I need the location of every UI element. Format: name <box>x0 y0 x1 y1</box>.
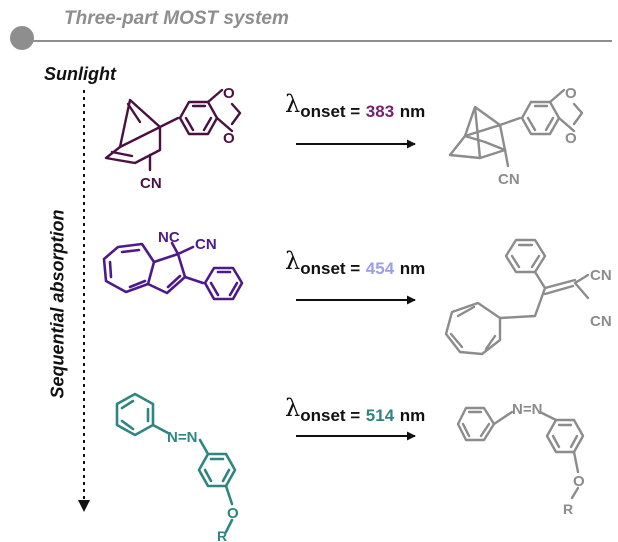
lambda-subscript: onset = <box>300 259 361 278</box>
vhf-chain <box>498 270 547 320</box>
dha-seven-ring-double <box>108 248 147 289</box>
p2-cn2-label: CN <box>590 313 612 330</box>
azo-bond-right <box>198 438 210 456</box>
p1-o-bot-label: O <box>565 130 577 147</box>
azo-phenyl-inner-1 <box>120 399 150 431</box>
cis-o-bond <box>572 450 580 474</box>
vhf-phenyl-ring <box>504 238 547 274</box>
lambda-subscript: onset = <box>300 102 361 121</box>
dha-seven-ring <box>102 242 156 294</box>
onset-unit-1: nm <box>399 102 426 121</box>
p3-o-label: O <box>573 473 585 490</box>
nbd-ring <box>104 125 162 165</box>
lambda-symbol: λ <box>285 247 301 275</box>
dha-phenyl-bond <box>183 275 205 285</box>
r1-cn-label: CN <box>140 175 162 192</box>
p1-cn-label: CN <box>498 171 520 188</box>
dha-nc-bond <box>170 241 180 256</box>
azo-phenyl-inner-2 <box>203 457 231 483</box>
azo-o-bond <box>224 484 234 506</box>
lambda-onset-3: λonset = 514 nm <box>285 394 426 425</box>
header-bullet <box>10 26 34 50</box>
onset-value-2: 454 <box>365 259 395 278</box>
onset-value-1: 383 <box>365 102 395 121</box>
quadricyclane-product <box>448 88 584 168</box>
r3-azo-label: N=N <box>167 429 197 446</box>
cis-azobenzene-product <box>456 406 585 500</box>
r2-nc-label: NC <box>158 229 180 246</box>
p1-dioxole-ring <box>548 88 584 133</box>
nbd-double-bond <box>110 150 134 158</box>
r1-o-top-label: O <box>223 85 235 102</box>
azo-r-bond <box>224 518 234 534</box>
dihydroazulene-reactant <box>102 241 244 301</box>
qc-bridge <box>463 105 502 160</box>
dha-phenyl-ring <box>203 266 244 301</box>
dha-five-double <box>166 274 182 289</box>
qc-aryl-bond <box>498 116 522 127</box>
p3-r-label: R <box>563 501 573 517</box>
sunlight-label: Sunlight <box>44 64 116 84</box>
qc-cn-bond <box>503 148 510 168</box>
onset-unit-2: nm <box>399 259 426 278</box>
benzodioxole-inner <box>184 104 213 132</box>
dha-cn-bond <box>176 245 195 256</box>
r1-o-bot-label: O <box>223 130 235 147</box>
vhf-double-bond <box>543 278 577 296</box>
page-title: Three-part MOST system <box>64 8 289 29</box>
cis-r-bond <box>570 486 580 500</box>
nbd-bridge <box>118 98 162 149</box>
onset-unit-3: nm <box>399 406 426 425</box>
lambda-symbol: λ <box>285 90 301 118</box>
p2-cn1-label: CN <box>590 267 612 284</box>
lambda-subscript: onset = <box>300 406 361 425</box>
r3-r-label: R <box>217 528 227 542</box>
qc-front <box>463 134 507 152</box>
p1-o-top-label: O <box>565 85 577 102</box>
r3-o-label: O <box>227 505 239 522</box>
vhf-seven-double <box>449 305 497 351</box>
qc-cage <box>448 123 507 160</box>
onset-value-3: 514 <box>365 406 395 425</box>
vhf-phenyl-inner <box>510 243 541 269</box>
r2-cn-label: CN <box>195 236 217 253</box>
lambda-onset-1: λonset = 383 nm <box>285 90 426 121</box>
dha-phenyl-inner <box>209 270 239 297</box>
cis-azo-bond-left <box>492 410 514 426</box>
cis-phenyl-inner-1 <box>461 410 491 438</box>
azo-bond-left <box>151 423 170 435</box>
p1-benzodioxole-inner <box>526 104 555 132</box>
nbd-aryl-bond <box>158 116 180 129</box>
p3-azo-label: N=N <box>512 401 542 418</box>
dioxole-ring <box>206 88 242 133</box>
azobenzene-reactant <box>115 392 237 534</box>
cis-phenyl-inner-2 <box>551 423 579 449</box>
vinylheptafulvene-product <box>444 238 590 356</box>
lambda-symbol: λ <box>285 394 301 422</box>
lambda-onset-2: λonset = 454 nm <box>285 247 426 278</box>
sequential-arrow-head <box>78 500 90 512</box>
vhf-seven-ring <box>444 301 502 356</box>
norbornadiene-reactant <box>104 88 242 172</box>
cis-azo-bond-right <box>538 410 558 422</box>
vhf-cn-bonds <box>573 273 590 300</box>
nbd-bridge-back <box>126 102 142 124</box>
